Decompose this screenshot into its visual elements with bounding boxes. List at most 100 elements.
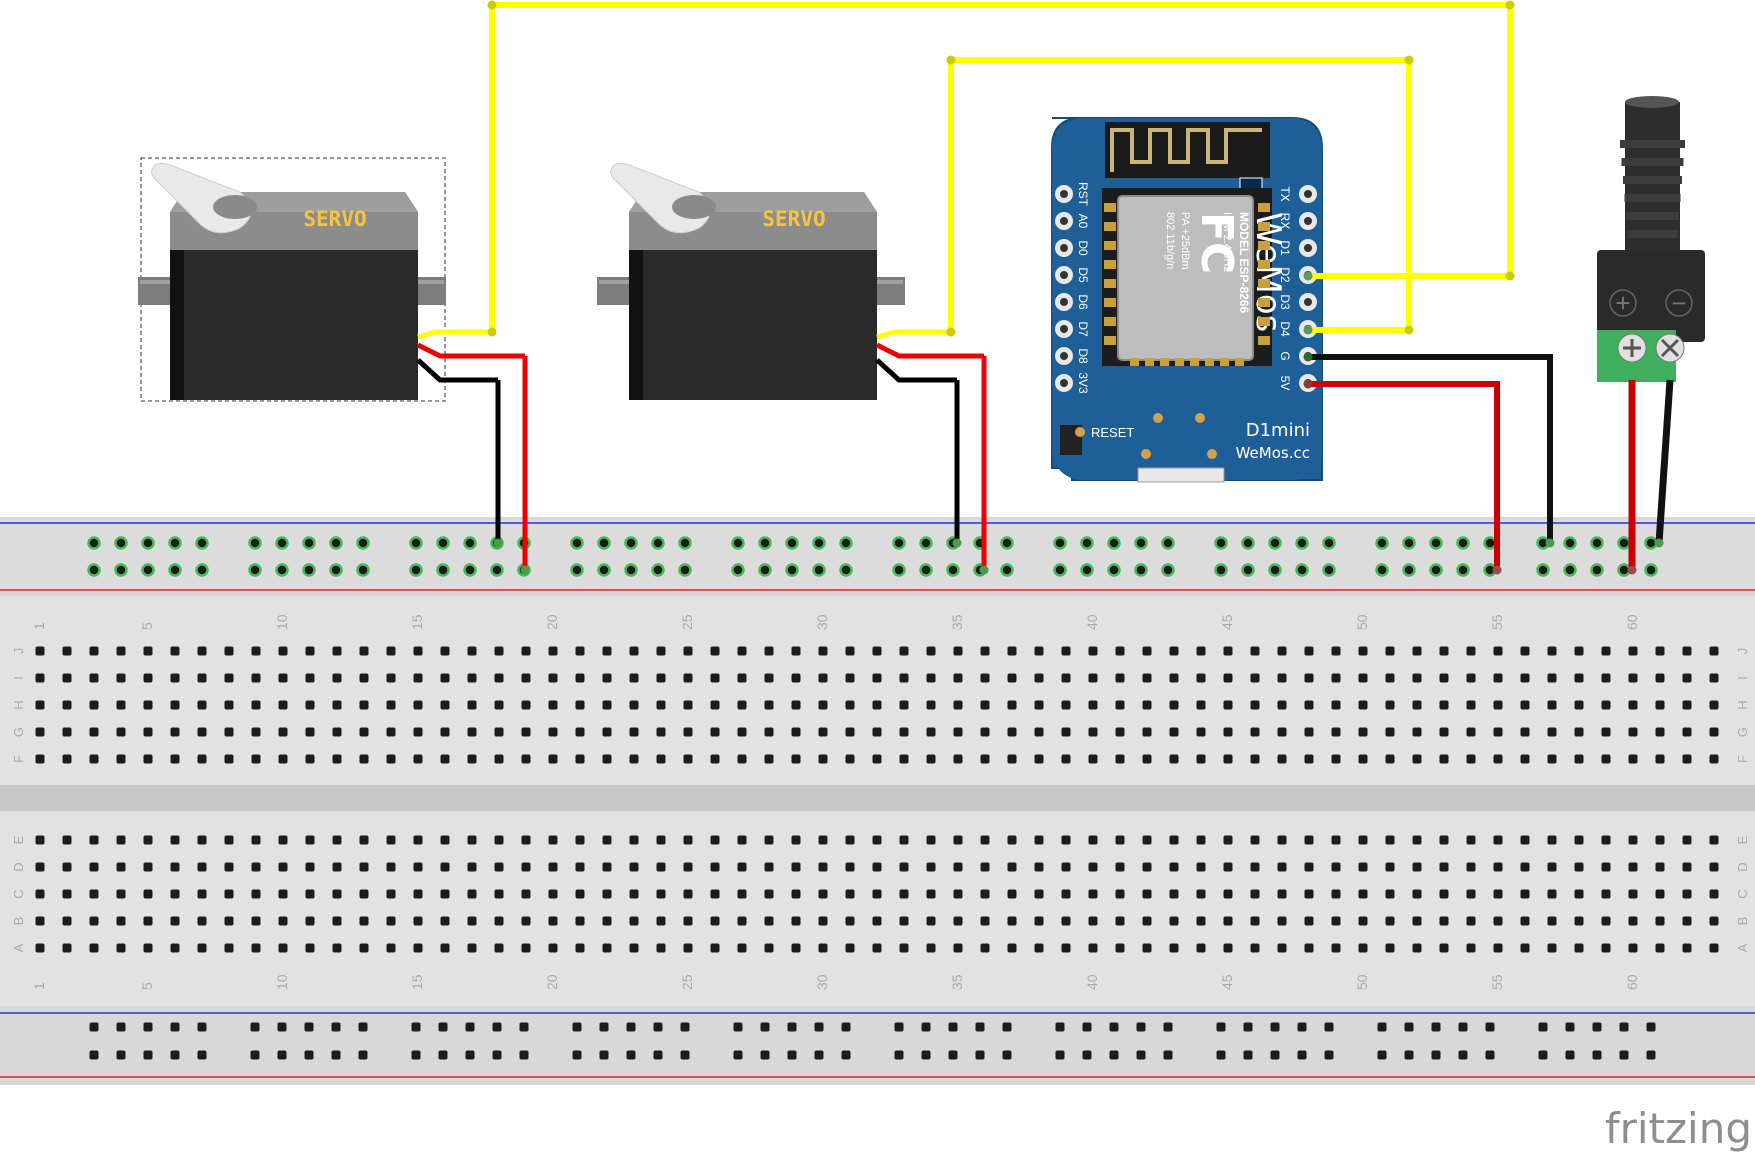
breadboard-hole[interactable] [1520,673,1530,683]
breadboard-hole[interactable] [737,700,747,710]
breadboard-hole[interactable] [953,700,963,710]
rail-hole[interactable] [465,1022,475,1032]
breadboard-hole[interactable] [386,943,396,953]
breadboard-hole[interactable] [1655,835,1665,845]
breadboard-hole[interactable] [224,889,234,899]
breadboard-hole[interactable] [1169,754,1179,764]
breadboard-hole[interactable] [1682,862,1692,872]
rail-hole[interactable] [948,1022,958,1032]
breadboard-hole[interactable] [1574,862,1584,872]
breadboard-hole[interactable] [845,727,855,737]
breadboard-hole[interactable] [899,700,909,710]
rail-hole[interactable] [358,1050,368,1060]
breadboard-hole[interactable] [953,673,963,683]
breadboard-hole[interactable] [1331,754,1341,764]
breadboard-hole[interactable] [413,943,423,953]
breadboard-hole[interactable] [1331,862,1341,872]
breadboard-hole[interactable] [1007,754,1017,764]
breadboard-hole[interactable] [818,916,828,926]
breadboard-hole[interactable] [548,754,558,764]
breadboard-hole[interactable] [1196,646,1206,656]
breadboard-hole[interactable] [1547,727,1557,737]
breadboard-hole[interactable] [224,754,234,764]
breadboard-hole[interactable] [1331,889,1341,899]
breadboard-hole[interactable] [1601,862,1611,872]
breadboard-hole[interactable] [818,754,828,764]
breadboard-hole[interactable] [1466,943,1476,953]
breadboard-hole[interactable] [1169,673,1179,683]
breadboard-hole[interactable] [980,700,990,710]
breadboard-hole[interactable] [413,700,423,710]
breadboard-hole[interactable] [1007,943,1017,953]
breadboard-hole[interactable] [629,700,639,710]
rail-hole[interactable] [170,1022,180,1032]
breadboard-hole[interactable] [1628,835,1638,845]
breadboard-hole[interactable] [89,889,99,899]
breadboard-hole[interactable] [629,835,639,845]
breadboard-hole[interactable] [251,700,261,710]
rail-hole[interactable] [1644,563,1658,577]
breadboard-hole[interactable] [521,754,531,764]
breadboard-hole[interactable] [764,835,774,845]
breadboard-hole[interactable] [332,673,342,683]
breadboard-hole[interactable] [197,916,207,926]
breadboard-hole[interactable] [1034,835,1044,845]
breadboard-hole[interactable] [359,862,369,872]
rail-hole[interactable] [329,536,343,550]
breadboard-hole[interactable] [764,943,774,953]
rail-hole[interactable] [1324,1022,1334,1032]
rail-hole[interactable] [1563,563,1577,577]
breadboard-hole[interactable] [1493,754,1503,764]
breadboard-hole[interactable] [899,646,909,656]
breadboard-hole[interactable] [1439,754,1449,764]
breadboard-hole[interactable] [791,916,801,926]
breadboard-hole[interactable] [521,916,531,926]
breadboard-hole[interactable] [1304,916,1314,926]
breadboard-hole[interactable] [1358,673,1368,683]
breadboard-hole[interactable] [1574,943,1584,953]
breadboard-hole[interactable] [467,835,477,845]
rail-hole[interactable] [760,1022,770,1032]
breadboard-hole[interactable] [980,673,990,683]
rail-hole[interactable] [331,1050,341,1060]
rail-hole[interactable] [168,536,182,550]
breadboard-hole[interactable] [845,889,855,899]
rail-hole[interactable] [1377,1022,1387,1032]
breadboard-hole[interactable] [89,673,99,683]
rail-hole[interactable] [248,536,262,550]
breadboard-hole[interactable] [1304,889,1314,899]
breadboard-hole[interactable] [1061,727,1071,737]
breadboard-hole[interactable] [1439,835,1449,845]
breadboard-hole[interactable] [1547,646,1557,656]
breadboard-hole[interactable] [548,889,558,899]
breadboard-hole[interactable] [764,862,774,872]
breadboard-hole[interactable] [1358,646,1368,656]
breadboard-hole[interactable] [1358,862,1368,872]
breadboard-hole[interactable] [575,835,585,845]
rail-hole[interactable] [1458,1050,1468,1060]
breadboard-hole[interactable] [1709,700,1719,710]
breadboard-hole[interactable] [980,727,990,737]
breadboard-hole[interactable] [467,646,477,656]
rail-hole[interactable] [1055,1050,1065,1060]
breadboard-hole[interactable] [1331,646,1341,656]
breadboard-hole[interactable] [1088,700,1098,710]
breadboard-hole[interactable] [1709,754,1719,764]
breadboard-hole[interactable] [899,835,909,845]
rail-hole[interactable] [1002,1050,1012,1060]
rail-hole[interactable] [141,563,155,577]
rail-hole[interactable] [87,536,101,550]
rail-hole[interactable] [1483,536,1497,550]
breadboard-hole[interactable] [116,943,126,953]
breadboard-hole[interactable] [953,943,963,953]
breadboard-hole[interactable] [521,943,531,953]
breadboard-hole[interactable] [1250,754,1260,764]
breadboard-hole[interactable] [980,889,990,899]
breadboard-hole[interactable] [1412,889,1422,899]
breadboard-hole[interactable] [359,700,369,710]
rail-hole[interactable] [1109,1050,1119,1060]
breadboard-hole[interactable] [1223,727,1233,737]
breadboard-hole[interactable] [764,700,774,710]
breadboard-hole[interactable] [764,646,774,656]
rail-hole[interactable] [275,563,289,577]
